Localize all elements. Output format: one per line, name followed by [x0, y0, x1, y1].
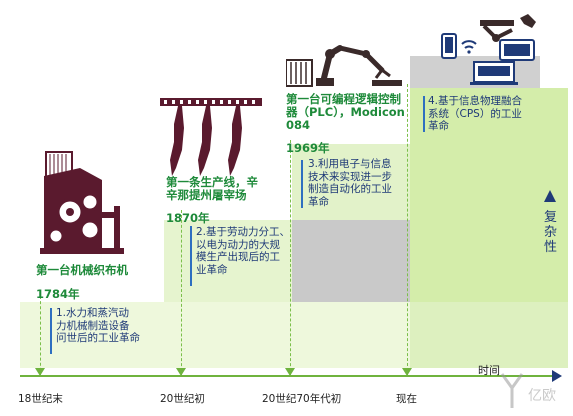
stage-4-band	[410, 88, 568, 302]
stage-2-year: 1870年	[166, 211, 210, 225]
tick-label-1: 18世纪末	[18, 393, 63, 405]
tick-label-3: 20世纪70年代初	[262, 393, 342, 405]
tick-label-2: 20世纪初	[160, 393, 205, 405]
stage-2-title: 第一条生产线，辛 辛那提州屠宰场	[166, 175, 258, 202]
stage-3-title: 第一台可编程逻辑控制 器（PLC），Modicon 084	[286, 92, 405, 132]
cps-devices-icon	[441, 14, 536, 85]
watermark-logo: 亿欧	[500, 373, 556, 408]
time-axis-label: 时间	[478, 364, 500, 377]
stage-1-desc: 1.水力和蒸汽动 力机械制造设备 问世后的工业革命	[56, 307, 140, 344]
stage-1-bottom-band	[410, 302, 568, 368]
stage-3-desc: 3.利用电子与信息 技术来实现进一步 制造自动化的工业 革命	[308, 158, 392, 208]
stage-1-title: 第一台机械织布机	[36, 263, 128, 277]
time-axis	[20, 368, 562, 382]
stage-4-desc: 4.基于信息物理融合 系统（CPS）的工业 革命	[428, 95, 523, 132]
watermark-text: 亿欧	[528, 388, 556, 404]
stage-2-desc: 2.基于劳动力分工、 以电为动力的大规 模生产出现后的工 业革命	[196, 226, 291, 276]
loom-icon	[40, 151, 124, 254]
conveyor-carcass-icon	[160, 98, 262, 176]
tick-label-4: 现在	[396, 393, 417, 405]
divider-1	[40, 296, 41, 376]
stage-3-year: 1969年	[286, 141, 330, 155]
stage-1-desc-bar	[50, 308, 52, 354]
stage-2-desc-bar	[190, 226, 192, 286]
divider-3	[290, 140, 291, 376]
divider-4	[407, 84, 408, 376]
divider-2	[181, 210, 182, 376]
complexity-arrow-icon	[544, 190, 556, 202]
plc-robot-arm-icon	[286, 45, 402, 87]
stage-3-gray-band	[292, 220, 410, 302]
complexity-label: 复 杂 性	[544, 210, 558, 255]
stage-3-desc-bar	[301, 160, 303, 208]
stage-4-desc-bar	[423, 96, 425, 132]
stage-1-year: 1784年	[36, 287, 80, 301]
